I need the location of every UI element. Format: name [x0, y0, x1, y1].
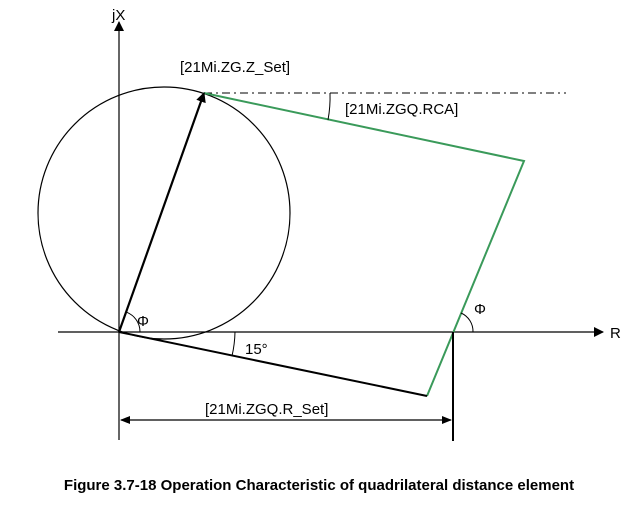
phi-origin-arc	[125, 311, 141, 333]
fifteen-degree-label: 15°	[245, 341, 268, 358]
jx-axis-label: jX	[111, 7, 125, 24]
rca-angle-arc	[327, 92, 331, 121]
lower-boundary-line	[118, 331, 428, 397]
phi-origin-label: Φ	[137, 313, 149, 330]
mho-circle	[37, 86, 291, 340]
phi-right-arc	[460, 312, 474, 333]
r-axis-label: R	[610, 325, 621, 342]
phi-right-label: Φ	[474, 301, 486, 318]
rca-label: [21Mi.ZGQ.RCA]	[345, 101, 458, 118]
r-set-label: [21Mi.ZGQ.R_Set]	[205, 401, 328, 418]
z-set-vector-arrow	[117, 92, 206, 333]
z-set-label: [21Mi.ZG.Z_Set]	[180, 59, 290, 76]
figure-caption: Figure 3.7-18 Operation Characteristic o…	[63, 477, 575, 494]
quadrilateral-top-right-boundary	[203, 92, 526, 397]
fifteen-degree-arc	[231, 331, 236, 357]
